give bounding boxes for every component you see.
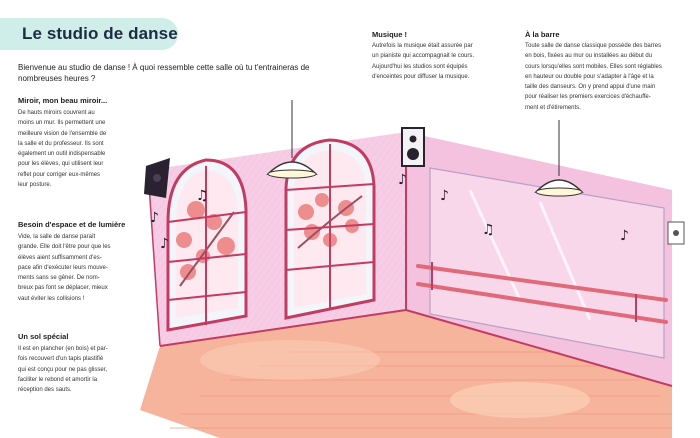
svg-text:♫: ♫ xyxy=(196,188,209,204)
section-body-espace: Vide, la salle de danse paraît grande. E… xyxy=(18,234,111,302)
svg-text:♪: ♪ xyxy=(150,210,159,226)
section-body-barre: Toute salle de danse classique possède d… xyxy=(525,43,662,111)
section-heading-miroir: Miroir, mon beau miroir... xyxy=(18,96,108,105)
music-note-icon: ♫ ♪ ♪ ♪ ♪ ♫ ♪ xyxy=(150,172,629,252)
ballet-barre xyxy=(416,264,668,324)
window-left xyxy=(166,158,248,332)
ceiling-lamp-icon xyxy=(534,120,584,197)
ceiling-lamp-icon xyxy=(266,100,318,179)
title-banner xyxy=(0,18,178,50)
section-heading-musique: Musique ! xyxy=(372,30,407,39)
speaker-icon xyxy=(401,127,425,167)
wall-mirror xyxy=(429,167,665,359)
section-heading-espace: Besoin d'espace et de lumière xyxy=(18,220,126,229)
intro-text: Bienvenue au studio de danse ! À quoi re… xyxy=(18,63,310,83)
page-title: Le studio de danse xyxy=(22,24,178,43)
svg-text:♪: ♪ xyxy=(398,172,407,188)
svg-text:♫: ♫ xyxy=(482,222,495,238)
section-heading-sol: Un sol spécial xyxy=(18,332,69,341)
svg-text:♪: ♪ xyxy=(620,228,629,244)
section-body-miroir: De hauts miroirs couvrent au moins un mu… xyxy=(18,110,107,189)
speaker-icon xyxy=(144,158,170,198)
svg-text:♪: ♪ xyxy=(160,236,169,252)
section-heading-barre: À la barre xyxy=(525,30,560,39)
svg-text:♪: ♪ xyxy=(440,188,449,204)
section-body-musique: Autrefois la musique était assurée par u… xyxy=(372,43,475,80)
section-body-sol: Il est en plancher (en bois) et par- foi… xyxy=(18,346,108,394)
